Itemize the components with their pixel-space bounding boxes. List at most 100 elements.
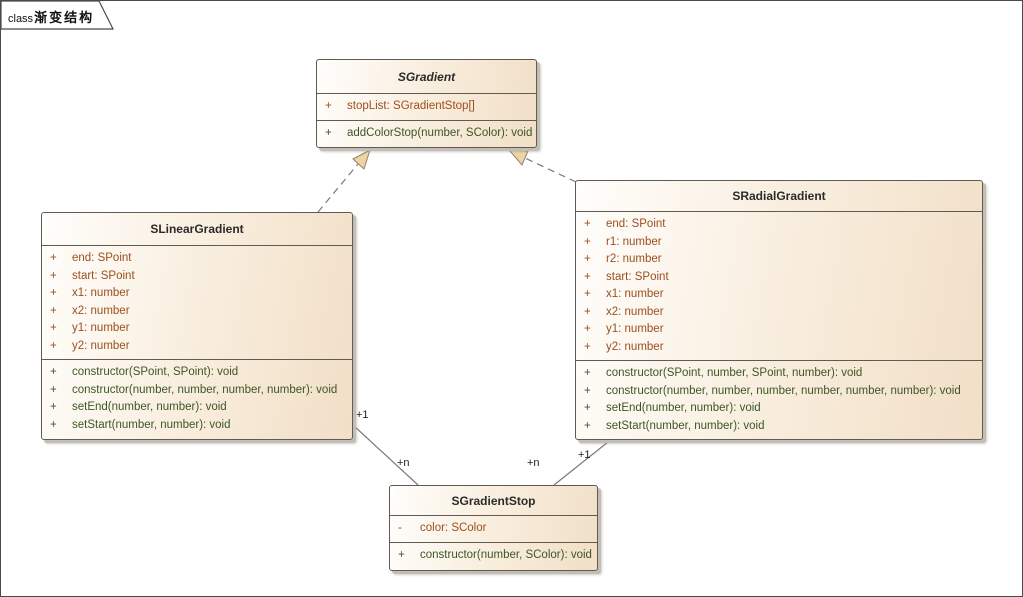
class-box-slineargradient[interactable]: SLinearGradient +end: SPoint +start: SPo…	[41, 212, 353, 440]
attribute-row: +x1: number	[42, 285, 352, 303]
method-text: constructor(SPoint, number, SPoint, numb…	[606, 367, 863, 379]
frame-tab	[1, 1, 114, 30]
attribute-text: start: SPoint	[606, 270, 669, 283]
attribute-text: stopList: SGradientStop[]	[347, 100, 475, 112]
attribute-row: + stopList: SGradientStop[]	[317, 98, 536, 116]
method-text: setEnd(number, number): void	[72, 401, 227, 413]
method-text: setStart(number, number): void	[72, 418, 231, 431]
method-row: + setStart(number, number): void	[42, 417, 352, 435]
visibility-marker: +	[584, 288, 591, 300]
class-name: SLinearGradient	[42, 213, 352, 246]
attributes-compartment: - color: SColor	[390, 516, 597, 542]
attribute-text: x2: number	[606, 305, 664, 318]
visibility-marker: +	[584, 367, 591, 379]
multiplicity-label-radial-source: +1	[578, 449, 591, 461]
attributes-compartment: +end: SPoint +start: SPoint +x1: number …	[42, 246, 352, 359]
visibility-marker: +	[584, 323, 591, 335]
visibility-marker: +	[584, 384, 591, 397]
attributes-compartment: +end: SPoint +r1: number +r2: number +st…	[576, 212, 982, 360]
attribute-row: + y2: number	[42, 338, 352, 356]
multiplicity-label-linear-target: +n	[397, 457, 410, 469]
class-box-sgradientstop[interactable]: SGradientStop - color: SColor + constructo…	[389, 485, 598, 571]
visibility-marker: -	[398, 522, 402, 534]
visibility-marker: +	[325, 126, 332, 139]
attribute-row: + r1: number	[576, 234, 982, 252]
method-row: + addColorStop(number, SColor): void	[317, 125, 536, 143]
method-text: constructor(SPoint, SPoint): void	[72, 366, 239, 378]
visibility-marker: +	[50, 287, 57, 299]
visibility-marker: +	[584, 235, 591, 248]
attribute-row: + y1: number	[576, 321, 982, 339]
class-name: SRadialGradient	[576, 181, 982, 212]
method-text: constructor(number, SColor): void	[420, 548, 592, 561]
class-name: SGradient	[317, 60, 536, 94]
method-text: setStart(number, number): void	[606, 419, 765, 432]
method-row: + constructor(number, number, number, num…	[576, 383, 982, 401]
attribute-row: + y2: number	[576, 339, 982, 357]
attribute-text: y2: number	[606, 340, 664, 353]
visibility-marker: +	[50, 339, 57, 352]
method-text: addColorStop(number, SColor): void	[347, 126, 533, 139]
attribute-text: x1: number	[606, 288, 664, 300]
method-text: constructor(number, number, number, numb…	[72, 383, 338, 396]
method-row: + setEnd(number, number): void	[576, 400, 982, 418]
attribute-text: y1: number	[606, 323, 664, 335]
frame-tab-shape	[1, 1, 114, 30]
attribute-row: +x2: number	[42, 303, 352, 321]
attribute-text: r2: number	[606, 253, 662, 265]
method-row: + constructor(number, SColor): void	[390, 547, 597, 565]
realization-connector-linear-to-gradient[interactable]	[317, 163, 359, 213]
visibility-marker: +	[50, 401, 57, 413]
attribute-row: + start: SPoint	[42, 268, 352, 286]
visibility-marker: +	[584, 305, 591, 318]
attribute-text: color: SColor	[420, 522, 487, 534]
attribute-text: x2: number	[72, 304, 130, 317]
realization-arrowhead-icon	[507, 149, 529, 166]
visibility-marker: +	[50, 383, 57, 396]
attribute-row: + x1: number	[576, 286, 982, 304]
attribute-text: r1: number	[606, 235, 662, 248]
method-text: constructor(number, number, number, numb…	[606, 384, 961, 397]
method-row: + constructor(SPoint, SPoint): void	[42, 364, 352, 382]
class-box-sgradient[interactable]: SGradient + stopList: SGradientStop[] + ad…	[316, 59, 537, 148]
visibility-marker: +	[584, 402, 591, 414]
association-connector-radial-to-stop[interactable]	[553, 441, 609, 486]
method-row: + setStart(number, number): void	[576, 418, 982, 436]
visibility-marker: +	[50, 322, 57, 334]
method-text: setEnd(number, number): void	[606, 402, 761, 414]
visibility-marker: +	[584, 218, 591, 230]
attribute-row: + y1: number	[42, 320, 352, 338]
visibility-marker: +	[584, 419, 591, 432]
method-row: + setEnd(number, number): void	[42, 399, 352, 417]
attribute-text: start: SPoint	[72, 269, 135, 282]
attribute-text: y2: number	[72, 339, 130, 352]
class-name: SGradientStop	[390, 486, 597, 516]
attribute-row: + r2: number	[576, 251, 982, 269]
realization-arrowhead-icon	[352, 148, 371, 170]
visibility-marker: +	[584, 253, 591, 265]
attribute-row: +start: SPoint	[576, 269, 982, 287]
attribute-text: end: SPoint	[72, 252, 132, 264]
visibility-marker: +	[325, 100, 332, 112]
class-box-sradialgradient[interactable]: SRadialGradient + end: SPoint + r1: number…	[575, 180, 983, 440]
visibility-marker: +	[50, 418, 57, 431]
attribute-row: + end: SPoint	[576, 216, 982, 234]
multiplicity-label-radial-target: +n	[527, 457, 540, 469]
methods-compartment: + constructor(SPoint, number, SPoint, num…	[576, 360, 982, 439]
realization-connector-radial-to-gradient[interactable]	[524, 157, 577, 183]
method-row: + constructor(SPoint, number, SPoint, num…	[576, 365, 982, 383]
association-connector-linear-to-stop[interactable]	[352, 424, 419, 486]
methods-compartment: + constructor(number, SColor): void	[390, 541, 597, 569]
attribute-text: y1: number	[72, 322, 130, 334]
attribute-text: end: SPoint	[606, 218, 666, 230]
visibility-marker: +	[50, 269, 57, 282]
attribute-row: +end: SPoint	[42, 250, 352, 268]
attribute-row: + x2: number	[576, 304, 982, 322]
methods-compartment: + constructor(SPoint, SPoint): void + cons…	[42, 359, 352, 438]
visibility-marker: +	[50, 366, 57, 378]
methods-compartment: + addColorStop(number, SColor): void	[317, 119, 536, 147]
visibility-marker: +	[584, 340, 591, 353]
visibility-marker: +	[398, 548, 405, 561]
